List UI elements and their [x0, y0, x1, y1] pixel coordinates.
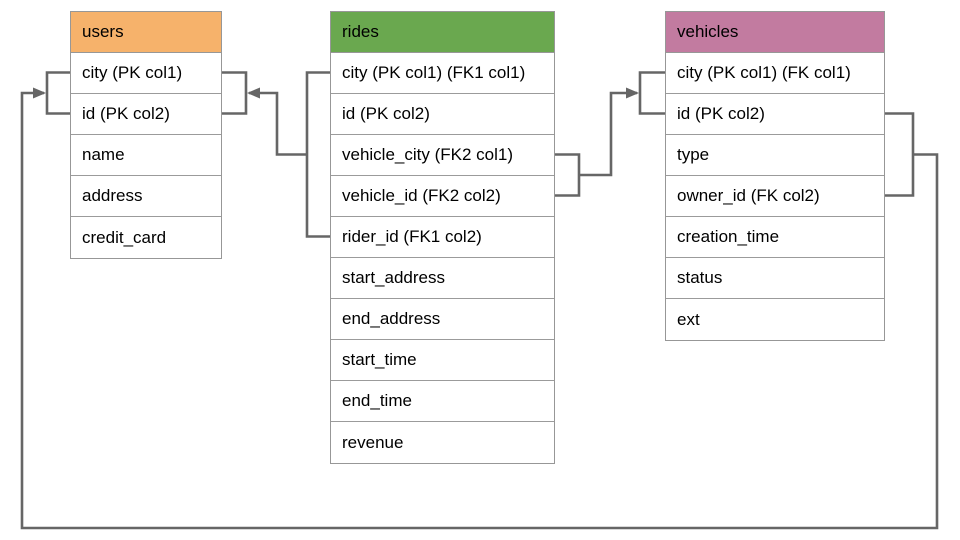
- table-row: end_address: [331, 299, 554, 340]
- table-row: address: [71, 176, 221, 217]
- vehicles-fk-users-line: [20, 91, 939, 530]
- table-row: city (PK col1) (FK col1): [666, 53, 884, 94]
- table-row: revenue: [331, 422, 554, 463]
- table-row: end_time: [331, 381, 554, 422]
- table-row: start_address: [331, 258, 554, 299]
- table-row: name: [71, 135, 221, 176]
- table-rides: rides city (PK col1) (FK1 col1)id (PK co…: [330, 11, 555, 464]
- table-row: vehicle_id (FK2 col2): [331, 176, 554, 217]
- rides-fk2-vehicles-from-bracket: [555, 153, 581, 197]
- rides-fk2-vehicles-line: [579, 91, 637, 177]
- table-row: id (PK col2): [331, 94, 554, 135]
- vehicles-fk-users-from-bracket: [885, 112, 915, 197]
- table-row: ext: [666, 299, 884, 340]
- rides-fk1-users-line: [249, 91, 307, 156]
- table-row: credit_card: [71, 217, 221, 258]
- rides-fk1-users-from-bracket: [305, 71, 330, 238]
- table-row: creation_time: [666, 217, 884, 258]
- table-row: city (PK col1): [71, 53, 221, 94]
- table-row: owner_id (FK col2): [666, 176, 884, 217]
- table-title: vehicles: [666, 12, 884, 53]
- table-row: type: [666, 135, 884, 176]
- rides-fk2-vehicles-arrowhead: [626, 87, 639, 99]
- table-row: id (PK col2): [666, 94, 884, 135]
- rides-fk1-users-arrowhead: [247, 87, 260, 99]
- vehicles-fk-users-arrowhead: [33, 87, 46, 99]
- vehicles-fk-users-to-bracket: [45, 71, 70, 115]
- table-row: id (PK col2): [71, 94, 221, 135]
- rides-fk1-users-to-bracket: [222, 71, 248, 115]
- table-row: vehicle_city (FK2 col1): [331, 135, 554, 176]
- table-row: status: [666, 258, 884, 299]
- table-row: start_time: [331, 340, 554, 381]
- rides-fk2-vehicles-to-bracket: [638, 71, 665, 115]
- table-title: users: [71, 12, 221, 53]
- table-row: city (PK col1) (FK1 col1): [331, 53, 554, 94]
- table-title: rides: [331, 12, 554, 53]
- table-row: rider_id (FK1 col2): [331, 217, 554, 258]
- table-vehicles: vehicles city (PK col1) (FK col1)id (PK …: [665, 11, 885, 341]
